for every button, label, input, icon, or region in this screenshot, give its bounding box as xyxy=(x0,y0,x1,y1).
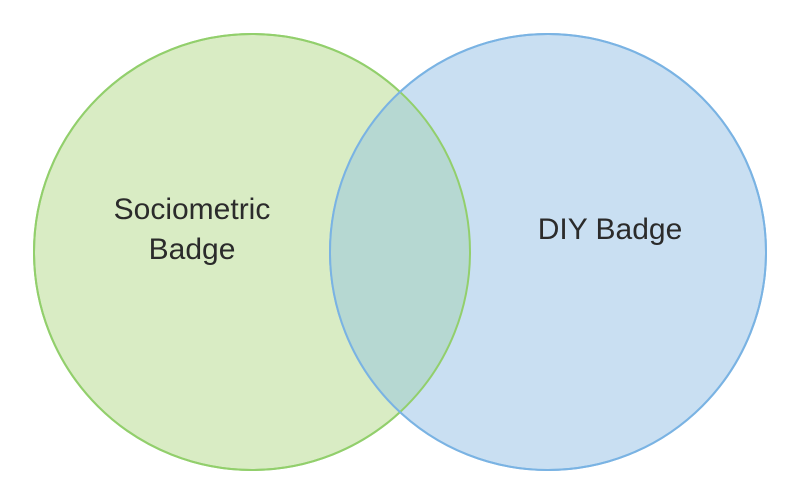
set-label-line: DIY Badge xyxy=(537,213,683,246)
set-circle-left-outline xyxy=(33,33,471,471)
set-overlap-region xyxy=(330,34,470,470)
set-label-sociometric-badge: Sociometric Badge xyxy=(72,190,312,270)
set-label-line: Sociometric xyxy=(113,193,271,226)
set-label-diy-badge: DIY Badge xyxy=(480,210,740,250)
set-circle-right-outline xyxy=(329,33,767,471)
set-label-line: Badge xyxy=(148,233,236,266)
